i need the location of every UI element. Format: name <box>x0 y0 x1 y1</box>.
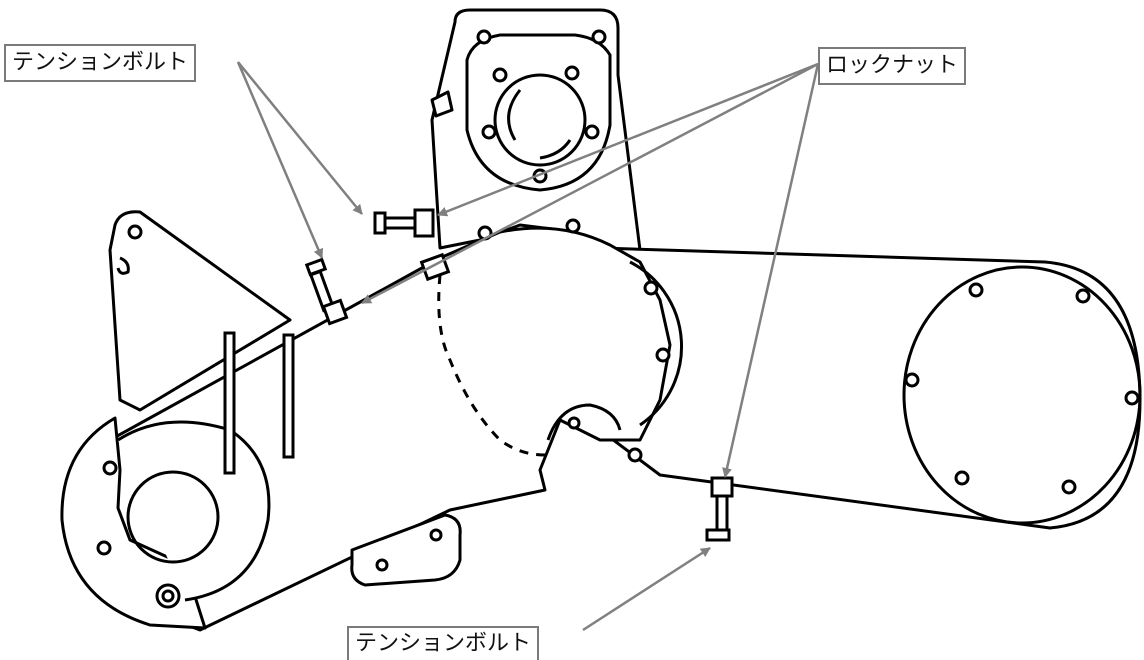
bottom-tab <box>350 513 462 587</box>
lock-nut-label: ロックナット <box>818 47 967 85</box>
tension-bolt-label-top: テンションボルト <box>4 44 197 82</box>
right-arm <box>598 246 1142 530</box>
tension-bolt-top-center <box>373 208 435 238</box>
leader-lines <box>236 61 820 632</box>
tension-bolt-bottom <box>705 476 734 542</box>
upper-bracket <box>430 8 642 252</box>
tension-bolt-top-left <box>304 257 349 326</box>
tension-bolt-label-bottom: テンションボルト <box>347 626 540 660</box>
left-wing-plate <box>108 210 292 412</box>
belt-guides <box>223 331 295 475</box>
